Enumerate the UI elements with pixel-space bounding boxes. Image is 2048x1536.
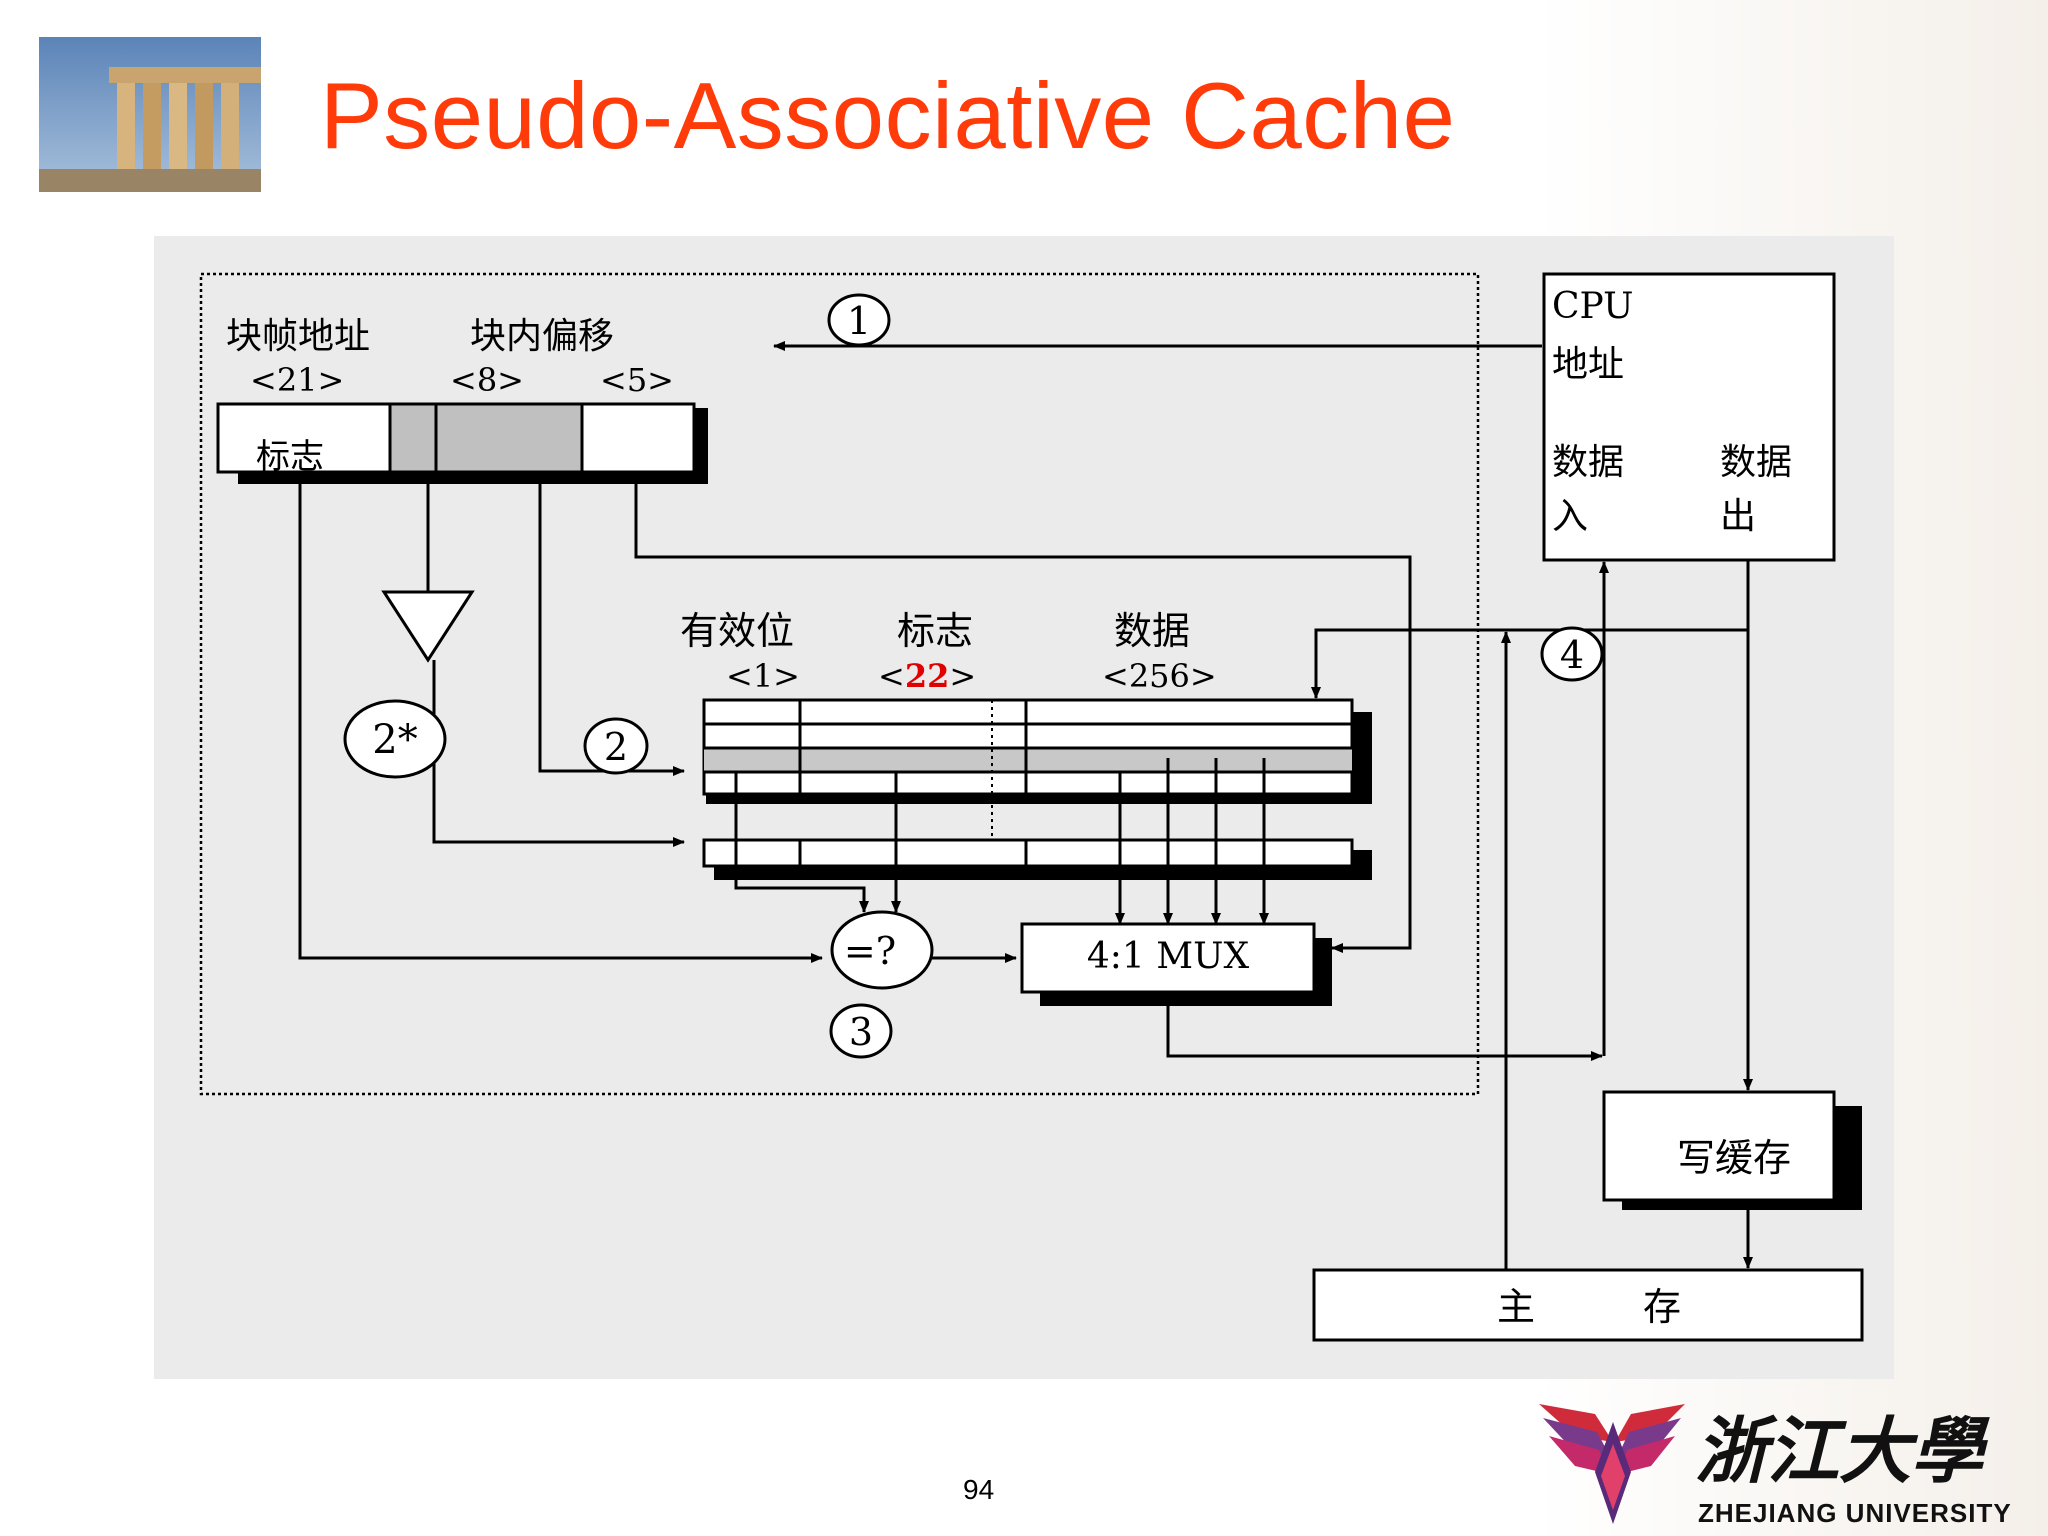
main-memory-label-1: 主 <box>1497 1285 1535 1329</box>
step-3-circle <box>829 1003 893 1059</box>
cpu-data-out-label: 数据 <box>1720 442 1792 483</box>
cpu-data-out-label-2: 出 <box>1720 496 1756 537</box>
cpu-data-in-label: 数据 <box>1552 442 1624 483</box>
cpu-label: CPU <box>1552 286 1633 327</box>
mux-output-line <box>1166 1006 1603 1061</box>
step-2-star-label: 2* <box>372 717 417 763</box>
temple-thumbnail <box>39 37 261 192</box>
zju-chinese-name: 浙江大學 <box>1695 1408 1990 1493</box>
step-2-star-circle <box>343 699 447 779</box>
tag-width-label: <21> <box>250 361 344 399</box>
step-2-circle <box>583 717 649 775</box>
pseudo-associative-cache-diagram: 块帧地址 块内偏移 <21> <8> <5> 标志 1 CPU 地址 数据 入 … <box>199 272 1864 1342</box>
step-2-label: 2 <box>604 725 628 769</box>
cpu-data-in-label-2: 入 <box>1552 496 1588 537</box>
index-width-label: <8> <box>450 361 524 399</box>
cache-alternate-row <box>702 838 1372 880</box>
main-memory-label-2: 存 <box>1643 1285 1681 1329</box>
valid-bit-label: 有效位 <box>680 609 794 653</box>
cpu-box <box>1542 272 1836 562</box>
zju-english-name: ZHEJIANG UNIVERSITY <box>1698 1498 2012 1528</box>
block-frame-address-label: 块帧地址 <box>226 316 370 357</box>
write-buffer-label: 写缓存 <box>1677 1136 1791 1180</box>
tag-comparator <box>830 910 934 990</box>
offset-to-mux-line <box>634 484 1412 953</box>
mux-4to1 <box>1020 922 1332 1006</box>
step-3-label: 3 <box>849 1010 873 1054</box>
data-out-to-cache <box>1311 628 1748 699</box>
write-buffer <box>1602 1090 1862 1210</box>
step-4-label: 4 <box>1560 633 1584 677</box>
step-4-circle <box>1540 626 1604 682</box>
step-1-circle <box>827 293 891 347</box>
tag-to-comparator-line <box>298 484 823 963</box>
comparator-label: =? <box>844 929 896 973</box>
cache-boundary <box>199 272 1480 1096</box>
index-arrow <box>538 484 685 776</box>
page-number: 94 <box>963 1474 995 1505</box>
mux-label: 4:1 MUX <box>1087 936 1250 977</box>
cache-tag-label: 标志 <box>897 609 973 653</box>
valid-bit-width: <1> <box>726 657 800 695</box>
block-offset-label: 块内偏移 <box>470 316 614 357</box>
tag-field-label: 标志 <box>256 437 324 477</box>
cache-data-label: 数据 <box>1114 609 1190 653</box>
cpu-address-label: 地址 <box>1552 344 1624 385</box>
main-memory <box>1312 1268 1864 1342</box>
cache-tag-width: <22> <box>878 657 976 695</box>
zju-logo: 浙江大學 ZHEJIANG UNIVERSITY <box>1539 1404 2012 1528</box>
cache-data-width: <256> <box>1102 657 1217 695</box>
index-inverter <box>381 590 475 663</box>
step-1-label: 1 <box>847 299 871 343</box>
valid-to-comparator <box>734 772 869 913</box>
offset-width-label: <5> <box>600 361 674 399</box>
zju-emblem-icon <box>1539 1404 1685 1524</box>
address-register <box>216 402 708 484</box>
slide-title: Pseudo-Associative Cache <box>320 63 1456 168</box>
cache-array <box>702 698 1372 862</box>
